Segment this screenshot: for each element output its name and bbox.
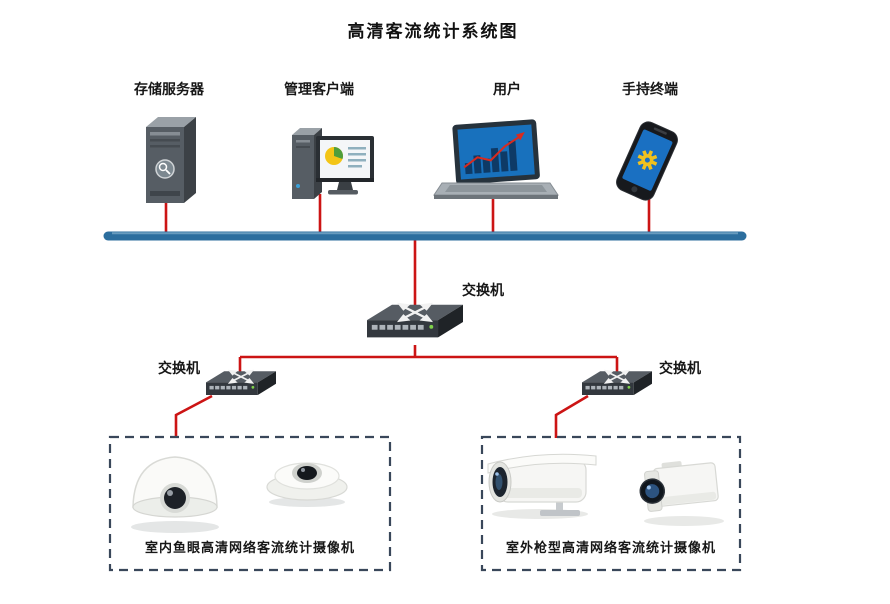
label-right-switch: 交换机 <box>659 360 701 376</box>
left-network-switch-icon <box>206 370 276 396</box>
bullet-camera-icon <box>487 453 597 519</box>
label-core-switch: 交换机 <box>462 282 504 298</box>
diagram-title: 高清客流统计系统图 <box>347 22 519 41</box>
label-left-switch: 交换机 <box>158 360 200 376</box>
indoor-camera-group-box <box>108 435 392 572</box>
fisheye-flat-camera-icon <box>266 462 348 507</box>
core-network-switch-icon <box>367 303 463 339</box>
desktop-computer-icon <box>292 128 374 199</box>
label-handheld-terminal: 手持终端 <box>622 81 678 97</box>
network-links <box>164 191 651 438</box>
server-tower-icon <box>146 117 196 203</box>
label-user: 用户 <box>493 81 521 97</box>
backbone-bus <box>103 231 747 241</box>
outdoor-camera-group-box <box>480 435 742 572</box>
label-indoor-camera-group: 室内鱼眼高清网络客流统计摄像机 <box>144 540 356 555</box>
smartphone-icon <box>616 121 678 201</box>
link-right-switch-outdoor <box>554 394 589 438</box>
laptop-icon <box>433 119 559 199</box>
link-left-switch-indoor <box>174 394 213 438</box>
fisheye-dome-camera-icon <box>131 456 219 533</box>
label-management-client: 管理客户端 <box>284 81 354 97</box>
link-core-to-side-switches <box>238 345 619 376</box>
label-storage-server: 存储服务器 <box>134 81 204 97</box>
label-outdoor-camera-group: 室外枪型高清网络客流统计摄像机 <box>505 540 717 555</box>
right-network-switch-icon <box>582 370 652 396</box>
box-camera-icon <box>639 461 724 526</box>
